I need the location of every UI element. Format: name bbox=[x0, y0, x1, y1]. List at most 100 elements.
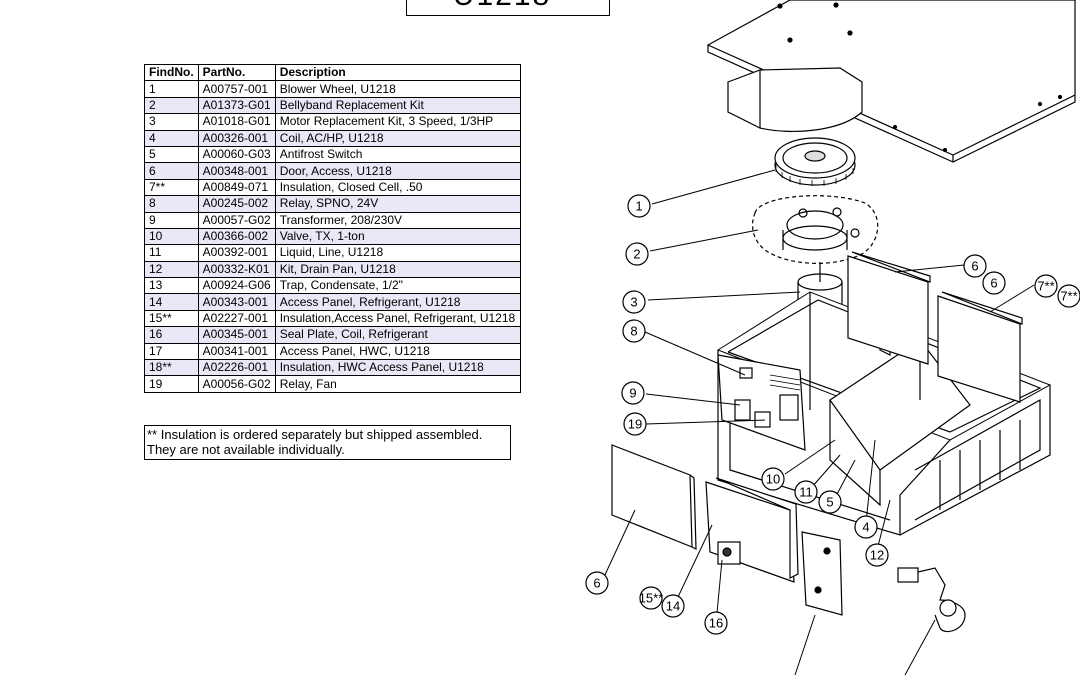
door-panel-upper-2 bbox=[937, 291, 1023, 403]
cell-partno: A02226-001 bbox=[197, 359, 276, 377]
callout-7: 11 bbox=[794, 480, 818, 504]
top-cover-panel bbox=[706, 0, 1076, 163]
callout-circle bbox=[622, 290, 646, 314]
callout-number: 2 bbox=[633, 247, 640, 262]
cell-partno: A00366-002 bbox=[197, 227, 276, 246]
cell-findno: 7** bbox=[144, 178, 199, 197]
callout-15: 6 bbox=[585, 571, 609, 595]
electrical-panel bbox=[717, 354, 806, 451]
callout-circle bbox=[623, 412, 647, 436]
callout-number: 11 bbox=[799, 485, 813, 500]
cell-description: Insulation,Access Panel, Refrigerant, U1… bbox=[274, 309, 521, 328]
callout-13: 7** bbox=[1034, 274, 1058, 298]
callout-9: 4 bbox=[854, 515, 878, 539]
cell-description: Kit, Drain Pan, U1218 bbox=[274, 260, 521, 279]
blower-housing bbox=[727, 67, 863, 132]
callout-8: 5 bbox=[818, 490, 842, 514]
callout-circle bbox=[963, 254, 987, 278]
cell-partno: A00056-G02 bbox=[197, 375, 276, 393]
callout-number: 5 bbox=[826, 495, 833, 510]
cell-partno: A00057-G02 bbox=[197, 211, 276, 229]
cell-findno: 6 bbox=[144, 162, 199, 180]
cell-partno: A01018-G01 bbox=[197, 113, 276, 131]
callout-circle bbox=[818, 490, 842, 514]
callout-16: 15** bbox=[639, 586, 663, 610]
callout-circle bbox=[622, 319, 646, 343]
callout-circle bbox=[627, 194, 651, 218]
cell-findno: 12 bbox=[144, 260, 199, 279]
callout-number: 3 bbox=[630, 295, 637, 310]
callout-circle bbox=[865, 543, 889, 567]
callout-number: 1 bbox=[635, 199, 642, 214]
insulation-note: ** Insulation is ordered separately but … bbox=[144, 425, 511, 460]
cell-description: Liquid, Line, U1218 bbox=[274, 244, 521, 262]
callout-0: 1 bbox=[627, 194, 651, 218]
callout-circle bbox=[982, 271, 1006, 295]
callout-circle bbox=[639, 586, 663, 610]
cell-partno: A00332-K01 bbox=[197, 260, 276, 279]
cell-description: Coil, AC/HP, U1218 bbox=[274, 129, 521, 147]
callout-number: 4 bbox=[862, 520, 869, 535]
callout-number: 8 bbox=[630, 324, 637, 339]
cell-partno: A00345-001 bbox=[197, 326, 276, 344]
cell-partno: A01373-G01 bbox=[197, 96, 276, 115]
access-panel-refrigerant bbox=[705, 477, 799, 583]
condensate-trap bbox=[897, 567, 966, 633]
cell-findno: 13 bbox=[144, 277, 199, 295]
cell-description: Motor Replacement Kit, 3 Speed, 1/3HP bbox=[274, 113, 521, 131]
callout-circle bbox=[761, 467, 785, 491]
cell-partno: A00757-001 bbox=[197, 80, 276, 98]
callout-18: 16 bbox=[704, 611, 728, 635]
cell-description: Access Panel, Refrigerant, U1218 bbox=[274, 293, 521, 311]
callout-number: 6 bbox=[990, 276, 997, 291]
access-door-left bbox=[611, 444, 697, 550]
cell-description: Antifrost Switch bbox=[274, 145, 521, 164]
callout-number: 7** bbox=[1037, 279, 1054, 294]
callout-12: 6 bbox=[982, 271, 1006, 295]
callout-6: 10 bbox=[761, 467, 785, 491]
callout-17: 14 bbox=[661, 594, 685, 618]
callout-number: 6 bbox=[593, 576, 600, 591]
bellyband bbox=[752, 195, 879, 264]
cell-findno: 4 bbox=[144, 129, 199, 147]
callout-5: 19 bbox=[623, 412, 647, 436]
leader-lines bbox=[603, 169, 1035, 675]
cell-description: Transformer, 208/230V bbox=[274, 211, 521, 229]
callout-circle bbox=[854, 515, 878, 539]
callout-10: 12 bbox=[865, 543, 889, 567]
cell-partno: A00343-001 bbox=[197, 293, 276, 311]
cell-partno: A00060-G03 bbox=[197, 145, 276, 164]
cell-partno: A00924-G06 bbox=[197, 277, 276, 295]
callout-number: 7** bbox=[1060, 289, 1077, 304]
note-line-1: ** Insulation is ordered separately but … bbox=[147, 427, 483, 442]
header-description: Description bbox=[274, 63, 521, 82]
callout-number: 12 bbox=[870, 548, 884, 563]
callout-circle bbox=[625, 242, 649, 266]
cell-partno: A00245-002 bbox=[197, 195, 276, 213]
callout-number: 10 bbox=[766, 472, 780, 487]
cell-partno: A02227-001 bbox=[197, 309, 276, 328]
callout-number: 19 bbox=[628, 417, 642, 432]
cell-description: Trap, Condensate, 1/2" bbox=[274, 277, 521, 295]
callout-2: 3 bbox=[622, 290, 646, 314]
door-panel-upper-1 bbox=[847, 251, 931, 365]
cell-description: Bellyband Replacement Kit bbox=[274, 96, 521, 115]
callout-number: 16 bbox=[709, 616, 723, 631]
cell-description: Seal Plate, Coil, Refrigerant bbox=[274, 326, 521, 344]
